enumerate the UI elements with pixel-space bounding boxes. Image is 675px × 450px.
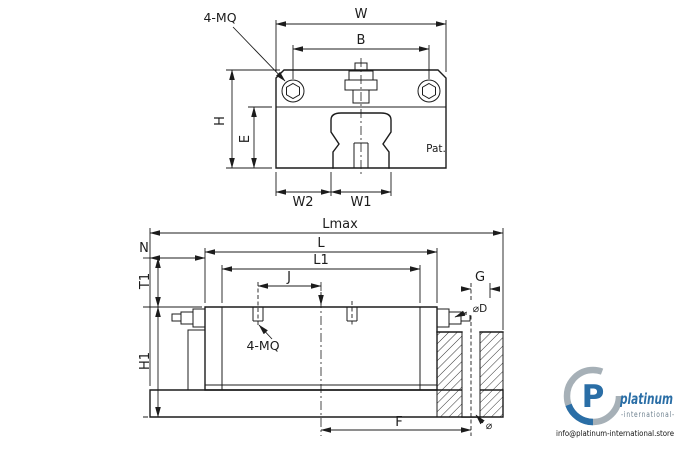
hex-bolt-right-icon xyxy=(417,79,441,103)
top-view: 4-MQ W B H E W2 W1 Pat. xyxy=(203,7,447,210)
dia-symbol: ⌀ xyxy=(486,420,492,432)
dim-label-j: J xyxy=(286,270,291,285)
platinum-logo-icon: P xyxy=(563,366,623,426)
dim-label-f: F xyxy=(395,415,402,430)
dimension-lines-top-view xyxy=(226,20,447,196)
mounting-holes-top xyxy=(252,282,358,327)
callout-4mq-top: 4-MQ xyxy=(203,10,236,25)
centerlines xyxy=(320,282,472,436)
label-backing xyxy=(467,302,493,315)
side-view: Lmax N L L1 J T1 H1 4-MQ G ⌀D F ⌀ xyxy=(138,217,504,436)
brand-email: info@platinum-international.store xyxy=(556,429,674,438)
dim-label-d: ⌀D xyxy=(473,303,487,315)
dim-label-b: B xyxy=(357,33,366,48)
rail-profile xyxy=(330,58,392,175)
dim-label-n: N xyxy=(139,241,149,256)
dim-label-l1: L1 xyxy=(313,253,329,268)
brand-name: platinum xyxy=(619,390,673,408)
carriage-front-body xyxy=(275,69,447,169)
dim-label-e: E xyxy=(238,135,253,143)
patent-note: Pat. xyxy=(426,143,446,155)
grease-nipple-left-icon xyxy=(171,308,206,328)
dim-label-w2: W2 xyxy=(292,195,313,210)
hex-bolt-left-icon xyxy=(281,79,305,103)
dim-label-w1: W1 xyxy=(350,195,371,210)
dim-label-h: H xyxy=(213,116,228,126)
carriage-side-body xyxy=(187,306,438,391)
logo-letter: P xyxy=(582,379,605,415)
grease-nipple-right-icon xyxy=(436,308,471,328)
dim-label-g: G xyxy=(475,270,485,285)
watermark: P platinum -international- info@platinum… xyxy=(556,366,675,438)
mount-section-hatched xyxy=(436,331,504,418)
dim-label-t1: T1 xyxy=(138,273,153,290)
dim-label-lmax: Lmax xyxy=(322,217,358,232)
dim-label-w: W xyxy=(355,7,368,22)
brand-subtitle: -international- xyxy=(621,410,675,419)
dim-label-h1: H1 xyxy=(138,352,153,370)
dimension-lines-side-view xyxy=(143,228,504,433)
callout-4mq-side: 4-MQ xyxy=(246,338,279,353)
dim-label-l: L xyxy=(317,236,325,251)
